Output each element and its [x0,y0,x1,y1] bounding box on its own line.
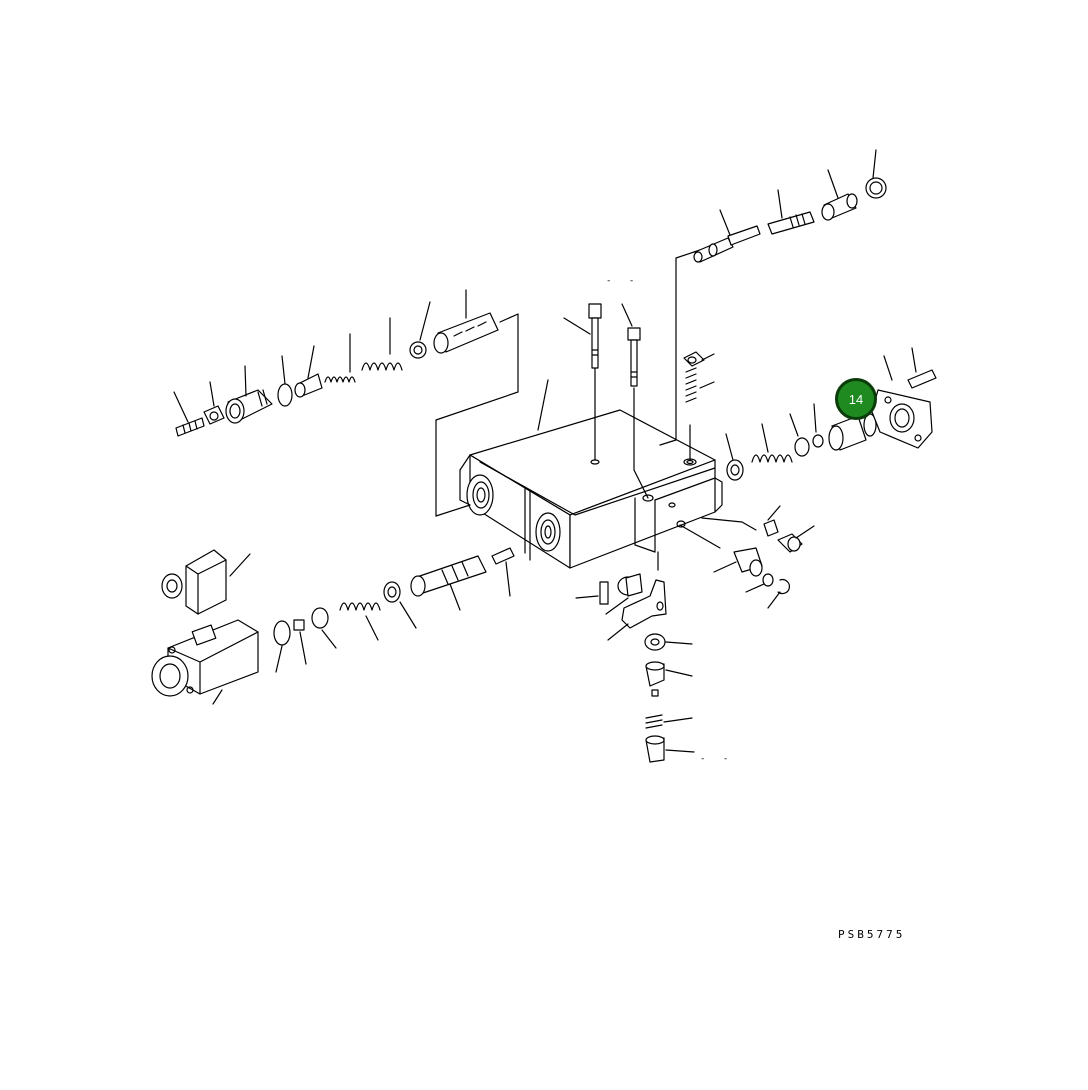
label-marker-top: - - [606,276,641,286]
label-marker-bottom: - - [700,754,735,764]
lower-center-parts [576,506,814,762]
callout-14-marker[interactable]: 14 [835,378,877,420]
top-bolts [564,304,714,402]
drawing-code: PSB5775 [838,928,906,941]
top-spool-stack [694,150,886,262]
valve-body [460,410,722,568]
right-spool-stack [726,348,936,480]
solenoid-assembly [152,548,514,704]
left-spool-stack [174,290,498,436]
